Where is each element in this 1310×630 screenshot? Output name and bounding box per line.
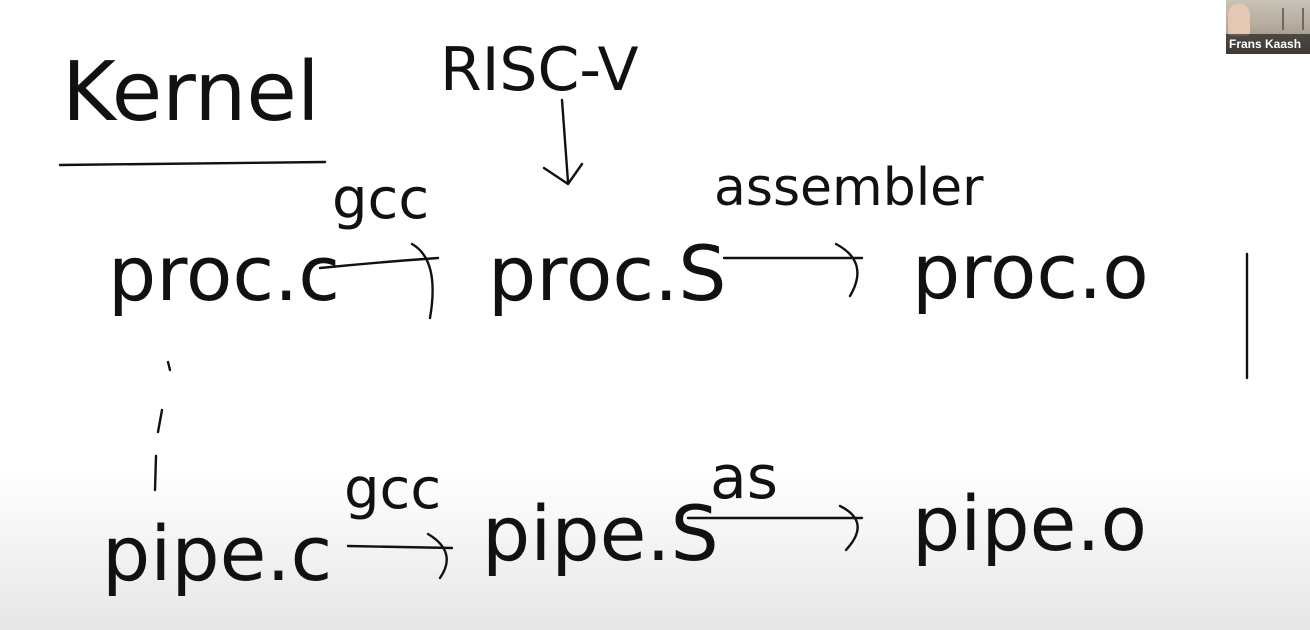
row2-source-file: pipe.c [102,509,332,598]
row2-assemble-arrow [686,504,864,552]
participant-video-figure [1228,4,1250,36]
participant-video-thumbnail[interactable]: Frans Kaash [1226,0,1310,54]
row1-asm-file: proc.S [488,229,727,318]
row2-asm-file: pipe.S [482,489,719,578]
row2-assemble-label: as [710,443,778,513]
row2-compile-arrow [346,532,454,580]
row2-object-file: pipe.o [912,479,1147,568]
riscv-label: RISC-V [440,35,639,105]
row1-object-file: proc.o [912,227,1149,316]
participant-video-background [1282,8,1304,30]
row1-assemble-arrow [722,242,864,298]
row2-compile-label: gcc [344,457,441,522]
row1-compile-arrow [318,242,440,320]
row-connector [153,360,172,492]
title-underline [58,160,327,167]
row1-source-file: proc.c [108,229,340,318]
riscv-down-arrow [542,98,584,186]
participant-name-label: Frans Kaash [1226,34,1310,54]
row1-compile-label: gcc [332,167,429,232]
kernel-title: Kernel [62,45,320,140]
row1-assemble-label: assembler [714,158,984,218]
